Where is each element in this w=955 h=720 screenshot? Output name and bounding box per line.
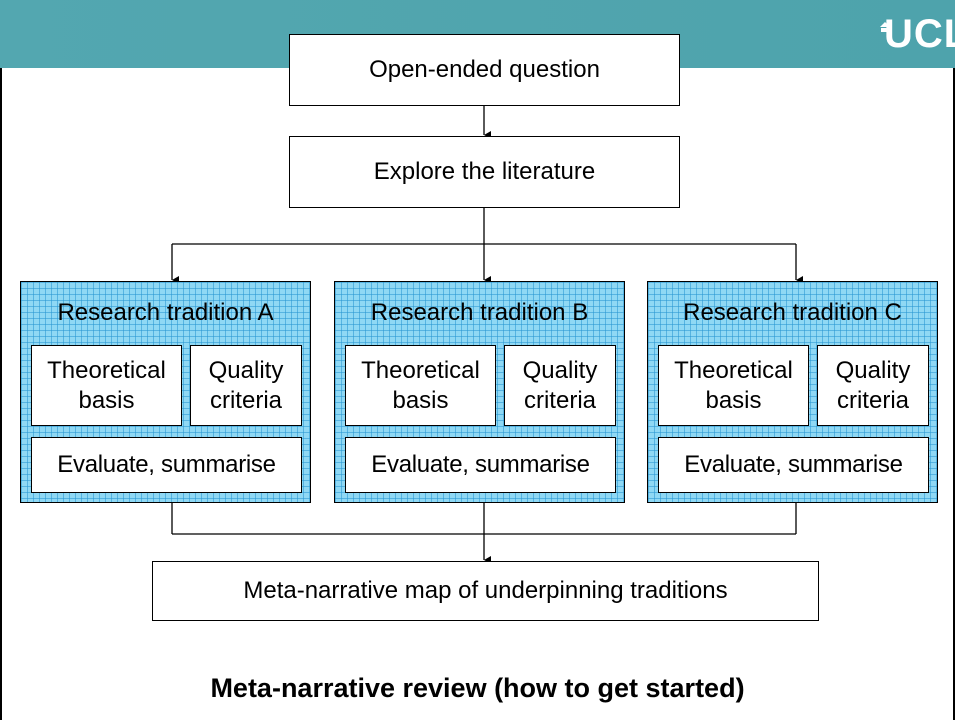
- evaluate-summarise-box: Evaluate, summarise: [31, 437, 302, 493]
- research-tradition-a: Research tradition A Theoretical basis Q…: [20, 281, 311, 503]
- theoretical-basis-box: Theoretical basis: [345, 345, 496, 426]
- left-border: [0, 68, 2, 720]
- quality-criteria-box: Quality criteria: [817, 345, 929, 426]
- quality-criteria-box: Quality criteria: [190, 345, 302, 426]
- open-ended-question-box: Open-ended question: [289, 34, 680, 106]
- theoretical-basis-box: Theoretical basis: [31, 345, 182, 426]
- research-tradition-b: Research tradition B Theoretical basis Q…: [334, 281, 625, 503]
- ucl-logo: UCL: [880, 10, 955, 62]
- tradition-title: Research tradition B: [370, 299, 589, 326]
- theoretical-basis-box: Theoretical basis: [658, 345, 809, 426]
- evaluate-summarise-box: Evaluate, summarise: [345, 437, 616, 493]
- right-border: [953, 68, 955, 720]
- logo-text: UCL: [884, 12, 955, 56]
- quality-criteria-box: Quality criteria: [504, 345, 616, 426]
- tradition-title: Research tradition A: [57, 299, 274, 326]
- slide-title: Meta-narrative review (how to get starte…: [210, 673, 745, 703]
- explore-literature-box: Explore the literature: [289, 136, 680, 208]
- meta-narrative-map-box: Meta-narrative map of underpinning tradi…: [152, 561, 819, 621]
- research-tradition-c: Research tradition C Theoretical basis Q…: [647, 281, 938, 503]
- tradition-title: Research tradition C: [683, 299, 902, 326]
- evaluate-summarise-box: Evaluate, summarise: [658, 437, 929, 493]
